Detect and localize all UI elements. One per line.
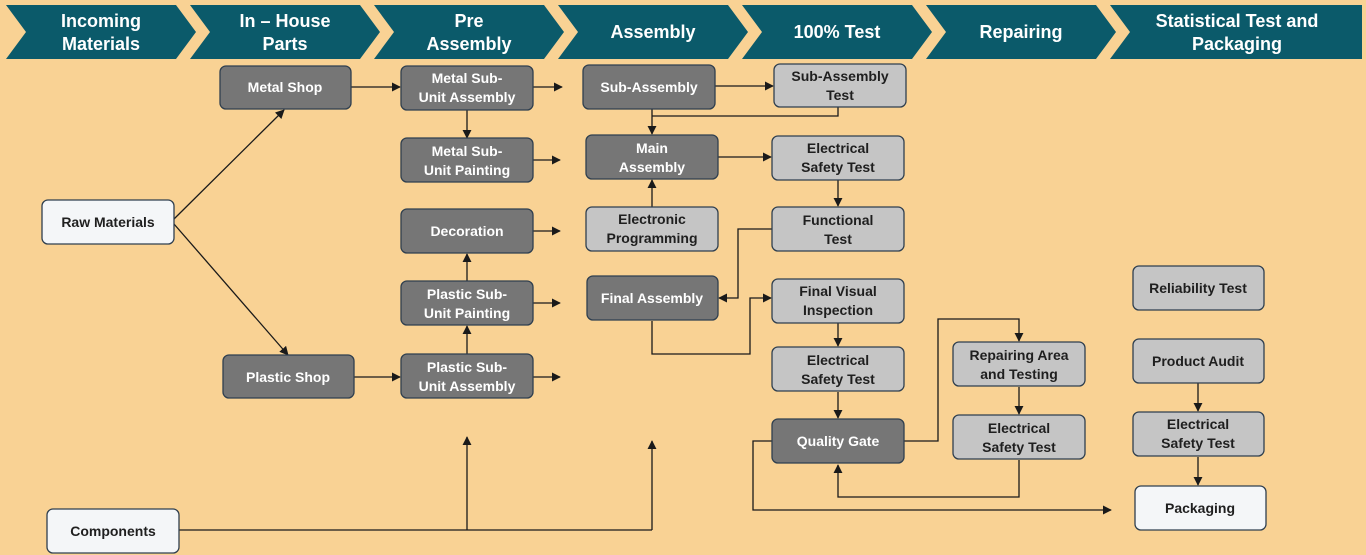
node-quality-gate[interactable]: Quality Gate: [771, 418, 905, 464]
node-label: Electrical: [988, 420, 1050, 436]
node-sub-assembly-test[interactable]: Sub-Assembly Test: [773, 63, 907, 108]
node-label: Unit Painting: [424, 305, 510, 321]
stage-100-test: 100% Test: [742, 5, 932, 59]
node-final-visual-inspection[interactable]: Final Visual Inspection: [771, 278, 905, 324]
node-metal-shop[interactable]: Metal Shop: [219, 65, 352, 110]
node-metal-sub-unit-assembly[interactable]: Metal Sub- Unit Assembly: [400, 65, 534, 111]
node-packaging[interactable]: Packaging: [1134, 485, 1267, 531]
node-electrical-safety-test-1[interactable]: Electrical Safety Test: [771, 135, 905, 181]
node-label: Electrical: [1167, 416, 1229, 432]
node-label: Metal Sub-: [432, 70, 503, 86]
node-label: Electrical: [807, 140, 869, 156]
stage-in-house-parts: In – House Parts: [190, 5, 380, 59]
arrow-raw-to-plastic-shop: [173, 223, 289, 356]
node-label: Functional: [803, 212, 874, 228]
stage-label-line: Incoming: [61, 11, 141, 31]
node-main-assembly[interactable]: Main Assembly: [585, 134, 719, 180]
arrow-test-to-main-assembly: [652, 107, 839, 134]
node-label: Assembly: [619, 159, 685, 175]
node-label: Quality Gate: [797, 433, 880, 449]
node-label: Metal Sub-: [432, 143, 503, 159]
stage-header: Incoming Materials In – House Parts Pre …: [6, 5, 1362, 59]
node-label: Safety Test: [982, 439, 1056, 455]
stage-label-line: Materials: [62, 34, 140, 54]
node-label: Plastic Sub-: [427, 286, 507, 302]
node-label: Final Assembly: [601, 290, 703, 306]
node-label: Unit Assembly: [419, 378, 516, 394]
node-functional-test[interactable]: Functional Test: [771, 206, 905, 252]
node-label: Test: [826, 87, 854, 103]
stage-label-line: Assembly: [426, 34, 511, 54]
node-label: and Testing: [980, 366, 1058, 382]
stage-incoming-materials: Incoming Materials: [6, 5, 196, 59]
node-label: Safety Test: [801, 159, 875, 175]
node-label: Test: [824, 231, 852, 247]
node-reliability-test[interactable]: Reliability Test: [1132, 265, 1265, 311]
node-label: Electronic: [618, 211, 686, 227]
stage-label-line: Assembly: [610, 22, 695, 42]
node-label: Inspection: [803, 302, 873, 318]
node-label: Repairing Area: [969, 347, 1068, 363]
node-label: Metal Shop: [248, 79, 323, 95]
stage-label-line: Parts: [262, 34, 307, 54]
node-plastic-sub-unit-assembly[interactable]: Plastic Sub- Unit Assembly: [400, 353, 534, 399]
arrow-quality-gate-to-repair: [904, 318, 1024, 442]
node-metal-sub-unit-painting[interactable]: Metal Sub- Unit Painting: [400, 137, 534, 183]
stage-label-line: 100% Test: [794, 22, 881, 42]
stage-pre-assembly: Pre Assembly: [374, 5, 564, 59]
node-product-audit[interactable]: Product Audit: [1132, 338, 1265, 384]
node-label: Packaging: [1165, 500, 1235, 516]
stage-label-line: Pre: [454, 11, 483, 31]
node-decoration[interactable]: Decoration: [400, 208, 534, 254]
node-plastic-sub-unit-painting[interactable]: Plastic Sub- Unit Painting: [400, 280, 534, 326]
node-label: Safety Test: [1161, 435, 1235, 451]
arrow-raw-to-metal-shop: [173, 109, 285, 220]
node-electronic-programming[interactable]: Electronic Programming: [585, 206, 719, 252]
arrow-functional-to-final-assembly: [718, 228, 772, 303]
stage-label-line: In – House: [239, 11, 330, 31]
node-repairing-area-and-testing[interactable]: Repairing Area and Testing: [952, 341, 1086, 387]
node-sub-assembly[interactable]: Sub-Assembly: [582, 64, 716, 110]
node-label: Product Audit: [1152, 353, 1244, 369]
arrow-est3-to-quality-gate: [833, 460, 1020, 498]
stage-label-line: Statistical Test and: [1156, 11, 1319, 31]
node-label: Components: [70, 523, 156, 539]
arrow-quality-gate-to-packaging: [752, 440, 1112, 515]
node-label: Sub-Assembly: [791, 68, 888, 84]
node-plastic-shop[interactable]: Plastic Shop: [222, 354, 355, 399]
node-electrical-safety-test-3[interactable]: Electrical Safety Test: [952, 414, 1086, 460]
node-electrical-safety-test-4[interactable]: Electrical Safety Test: [1132, 411, 1265, 457]
node-components[interactable]: Components: [46, 508, 180, 554]
node-label: Unit Painting: [424, 162, 510, 178]
node-label: Plastic Sub-: [427, 359, 507, 375]
node-final-assembly[interactable]: Final Assembly: [586, 275, 719, 321]
node-label: Safety Test: [801, 371, 875, 387]
node-label: Reliability Test: [1149, 280, 1247, 296]
stage-assembly: Assembly: [558, 5, 748, 59]
stage-label-line: Repairing: [979, 22, 1062, 42]
node-label: Programming: [606, 230, 697, 246]
stage-label-line: Packaging: [1192, 34, 1282, 54]
node-label: Sub-Assembly: [600, 79, 697, 95]
node-electrical-safety-test-2[interactable]: Electrical Safety Test: [771, 346, 905, 392]
node-label: Plastic Shop: [246, 369, 330, 385]
node-raw-materials[interactable]: Raw Materials: [41, 199, 175, 245]
node-label: Raw Materials: [61, 214, 155, 230]
arrow-final-assembly-to-visual: [651, 293, 772, 355]
node-label: Final Visual: [799, 283, 877, 299]
node-label: Electrical: [807, 352, 869, 368]
stage-statistical-test-and-packaging: Statistical Test and Packaging: [1110, 5, 1362, 59]
connectors: [173, 81, 1203, 531]
process-boxes: Raw Materials Components Metal Shop Plas…: [41, 63, 1267, 554]
stage-repairing: Repairing: [926, 5, 1116, 59]
node-label: Main: [636, 140, 668, 156]
node-label: Unit Assembly: [419, 89, 516, 105]
node-label: Decoration: [430, 223, 503, 239]
